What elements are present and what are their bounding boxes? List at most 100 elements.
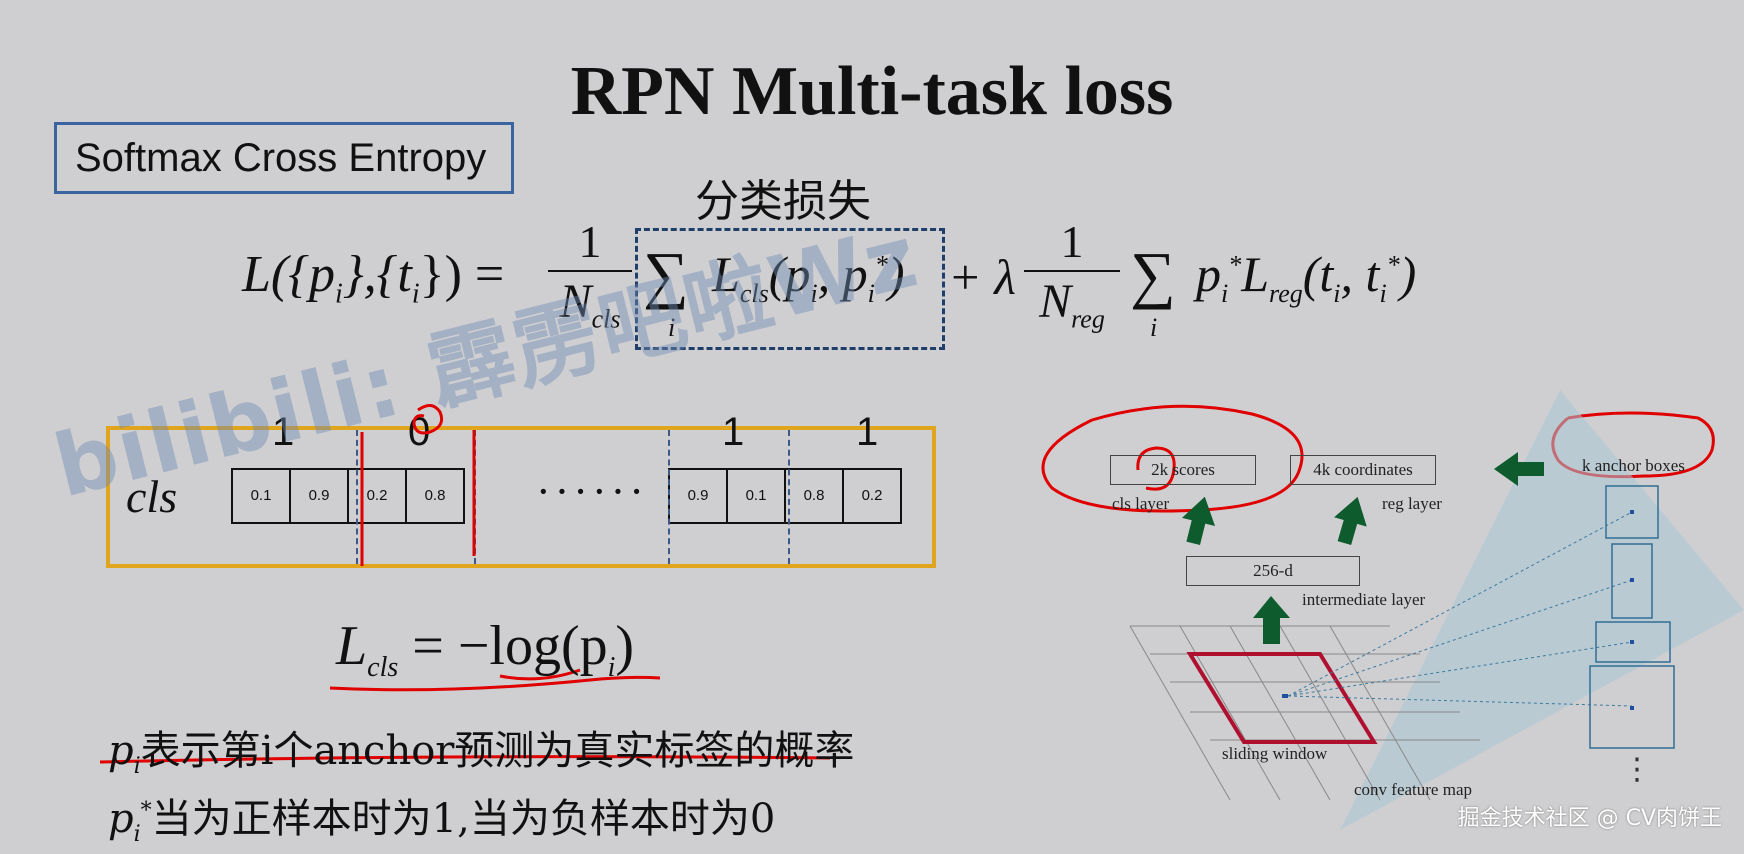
lcls-formula: Lcls = −log(pi) [336, 614, 634, 684]
red-underline [329, 675, 661, 692]
scores-label: 2k scores [1151, 460, 1215, 479]
formula-sub-i: i [411, 278, 420, 310]
coordinates-label: 4k coordinates [1313, 460, 1413, 479]
group-separator [356, 430, 358, 564]
explanation-sub: i [133, 822, 141, 847]
vertical-dots: ⋮ [1622, 752, 1652, 787]
group-separator [788, 430, 790, 564]
explanation-sub: i [133, 754, 141, 779]
explanation-text: 当为正样本时为1,当为负样本时为0 [151, 796, 776, 842]
lcls-sub-i: i [607, 652, 616, 684]
plus-lambda: + λ [948, 249, 1016, 305]
scores-box: 2k scores [1110, 455, 1256, 485]
sliding-window [1186, 652, 1378, 744]
fraction-cls-denominator: Ncls [548, 274, 632, 335]
fraction-bar [1024, 270, 1120, 272]
receptive-field-cone [1340, 390, 1744, 830]
reg-term: pi*Lreg(ti, ti*) [1196, 245, 1416, 309]
cls-row-label: cls [126, 471, 178, 522]
fraction-cls-sub: cls [591, 304, 621, 334]
cls-term-sub-i: i [810, 279, 818, 308]
anchor-boxes-label: k anchor boxes [1582, 456, 1685, 475]
conv-feature-map-label: conv feature map [1354, 780, 1472, 799]
cls-term-star: * [874, 250, 888, 280]
reg-term-star: * [1228, 250, 1242, 280]
anchor-boxes [1589, 485, 1675, 749]
cls-term: Lcls(pi, pi*) [712, 245, 904, 309]
fraction-bar [548, 270, 632, 272]
reg-term-L: L [1241, 246, 1270, 302]
cls-term-args: (p [768, 246, 811, 302]
reg-term-sub-i: i [1379, 279, 1387, 308]
prob-cell: 0.8 [405, 468, 465, 524]
formula-lhs: L({pi},{ti}) = [242, 245, 504, 310]
reg-term-sub: reg [1269, 279, 1303, 308]
fraction-reg-N: N [1039, 275, 1072, 328]
lcls-end: ) [615, 615, 635, 677]
slide-title: RPN Multi-task loss [570, 53, 1174, 130]
credit-watermark: 掘金技术社区 @ CV肉饼王 [1457, 806, 1722, 831]
reg-term-close: ) [1399, 246, 1417, 302]
red-circle-mark [1041, 404, 1304, 513]
fraction-cls-N: N [559, 275, 592, 328]
intermediate-layer-label: intermediate layer [1302, 590, 1426, 609]
lcls-sub: cls [367, 652, 399, 684]
main-formula: L({pi},{ti}) = 1 Ncls ∑ i Lcls(pi, pi*) … [0, 0, 1744, 360]
sum-index-reg: i [1150, 313, 1158, 342]
formula-lhs-part1: L({p [242, 246, 336, 303]
explanation-line-1: pi表示第i个anchor预测为真实标签的概率 [108, 718, 854, 779]
prob-cell: 0.2 [842, 468, 902, 524]
cls-term-close: ) [887, 246, 905, 302]
fraction-reg-denominator: Nreg [1024, 274, 1120, 335]
reg-term-sub-i: i [1333, 279, 1341, 308]
fraction-cls-numerator: 1 [578, 216, 602, 267]
cls-term-sub: cls [739, 279, 769, 308]
reg-term-p: p [1196, 246, 1221, 302]
red-underline [99, 755, 831, 764]
coordinates-box: 4k coordinates [1290, 455, 1436, 485]
explanation-star: * [140, 798, 152, 824]
sum-index-cls: i [668, 313, 676, 342]
method-label: Softmax Cross Entropy [54, 122, 514, 194]
left-cell-row: 0.1 0.9 0.2 0.8 [231, 468, 465, 524]
sum-symbol-reg: ∑ [1130, 239, 1176, 310]
explanation-text: 表示第i个anchor预测为真实标签的概率 [140, 728, 855, 774]
window-center [1282, 694, 1288, 698]
formula-sub-i: i [335, 278, 343, 310]
green-arrows [1182, 452, 1544, 644]
cls-example-box [106, 426, 936, 568]
red-circle-mark [1136, 446, 1176, 491]
intermediate-box: 256-d [1186, 556, 1360, 586]
cls-loss-caption: 分类损失 [695, 176, 871, 227]
reg-term-args: (t [1302, 246, 1334, 302]
explanation-p: p [108, 728, 134, 774]
anchor-lines [1287, 511, 1633, 707]
cls-term-dashed-box [635, 228, 945, 350]
ellipsis: ······ [536, 467, 648, 516]
fraction-reg-sub: reg [1071, 304, 1105, 334]
red-circle-mark [412, 404, 444, 435]
cls-term-sub-i: i [867, 279, 875, 308]
sliding-window-label: sliding window [1222, 744, 1328, 763]
fraction-cls: 1 Ncls [548, 215, 632, 335]
right-cell-row: 0.9 0.1 0.8 0.2 [668, 468, 902, 524]
red-underline [499, 668, 581, 681]
group-label-4: 1 [856, 410, 879, 454]
lcls-rhs: = −log(p [412, 615, 608, 677]
group-separator [668, 430, 670, 564]
reg-term-star: * [1386, 250, 1400, 280]
lcls-L: L [336, 615, 368, 677]
fraction-reg-numerator: 1 [1060, 216, 1084, 267]
explanation-line-2: pi*当为正样本时为1,当为负样本时为0 [108, 786, 775, 847]
cls-term-args2: , p [817, 246, 868, 302]
dim-label: 256-d [1253, 561, 1293, 580]
anchor-centers [1630, 510, 1634, 710]
sum-symbol-cls: ∑ [643, 239, 689, 310]
cls-term-L: L [712, 246, 740, 302]
group-label-1: 1 [272, 410, 295, 454]
fraction-reg: 1 Nreg [1024, 215, 1120, 335]
explanation-p: p [108, 796, 134, 842]
reg-term-sub-i: i [1221, 279, 1229, 308]
